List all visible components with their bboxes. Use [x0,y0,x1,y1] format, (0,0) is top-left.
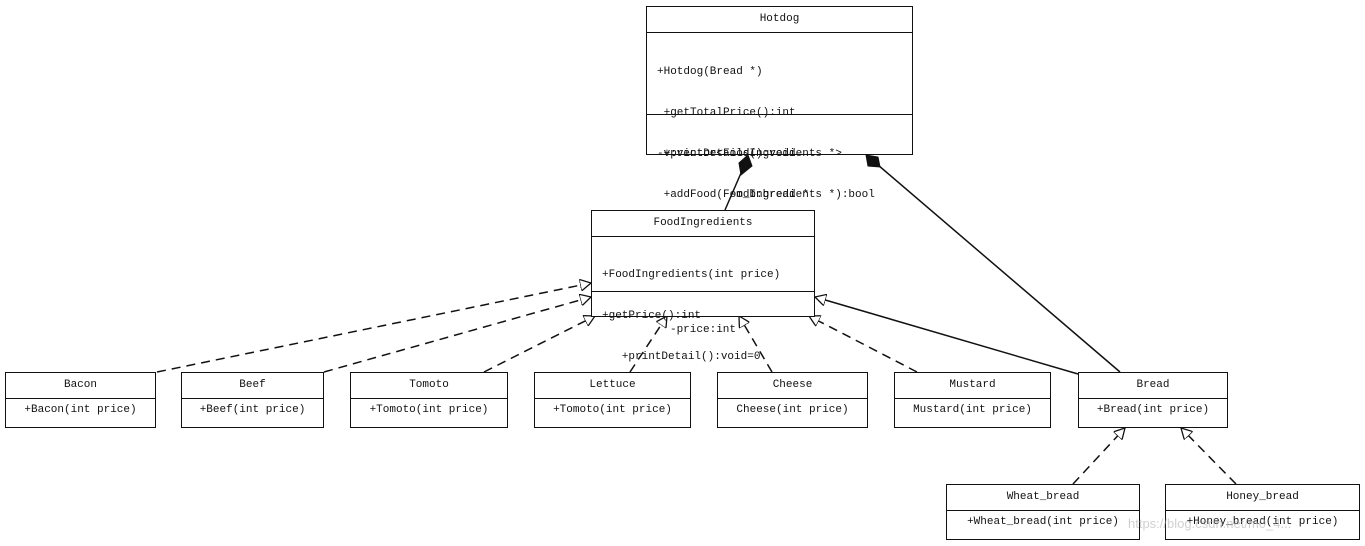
class-title: Cheese [718,373,867,399]
class-title: Bread [1079,373,1227,399]
class-bacon[interactable]: Bacon +Bacon(int price) [5,372,156,428]
class-methods: +Beef(int price) [182,399,323,423]
realization-lettuce [629,316,667,373]
class-methods: +Tomoto(int price) [535,399,690,423]
class-title: Honey_bread [1166,485,1359,511]
method: +printDetail():void=0 [602,350,761,363]
class-methods: +Honey_bread(int price) [1166,511,1359,535]
realization-honey [1181,428,1237,485]
realization-tomoto [483,316,595,373]
method: +Tomoto(int price) [369,404,489,416]
attribute: -price:int [669,324,736,337]
method: Mustard(int price) [913,404,1032,416]
class-lettuce[interactable]: Lettuce +Tomoto(int price) [534,372,691,428]
class-methods: Cheese(int price) [718,399,867,423]
realization-wheat [1072,428,1125,485]
generalization-bread [815,297,1079,375]
class-title: FoodIngredients [592,211,814,237]
class-title: Beef [182,373,323,399]
method: +Bread(int price) [1096,404,1210,416]
class-attributes: -v:vector<FoodIngredients *> -m_b:bread … [647,115,912,234]
class-title: Wheat_bread [947,485,1139,511]
method: +Wheat_bread(int price) [967,516,1119,528]
method: +Tomoto(int price) [553,404,672,416]
realization-cheese [739,316,773,373]
class-title: Hotdog [647,7,912,33]
class-title: Bacon [6,373,155,399]
class-methods: +Bread(int price) [1079,399,1227,423]
class-hotdog[interactable]: Hotdog +Hotdog(Bread *) +getTotalPrice()… [646,6,913,241]
attribute: -m_b:bread * [657,188,809,201]
method: Cheese(int price) [736,404,849,416]
class-beef[interactable]: Beef +Beef(int price) [181,372,324,428]
class-bread[interactable]: Bread +Bread(int price) [1078,372,1228,428]
method: +addFood(FoodIngredients *):bool [657,188,875,201]
class-title: Lettuce [535,373,690,399]
method: +getPrice():int [602,309,702,322]
realization-beef [323,297,591,373]
attribute: -v:vector<FoodIngredients *> [657,148,842,161]
class-attributes: -price:int [592,292,814,370]
method: +Beef(int price) [199,404,306,416]
method: +FoodIngredients(int price) [602,269,781,282]
class-wheat-bread[interactable]: Wheat_bread +Wheat_bread(int price) [946,484,1140,540]
method: +getTotalPrice():int [657,106,796,119]
class-honey-bread[interactable]: Honey_bread +Honey_bread(int price) [1165,484,1360,540]
method: +printDetails():void [657,147,796,160]
class-mustard[interactable]: Mustard Mustard(int price) [894,372,1051,428]
method: +Hotdog(Bread *) [657,66,763,79]
class-methods: +FoodIngredients(int price) +getPrice():… [592,237,814,363]
composition-food-to-hotdog [724,154,753,211]
class-methods: +Bacon(int price) [6,399,155,423]
realization-mustard [809,316,918,373]
class-methods: +Hotdog(Bread *) +getTotalPrice():int +p… [647,33,912,241]
class-foodingredients[interactable]: FoodIngredients +FoodIngredients(int pri… [591,210,815,363]
class-title: Tomoto [351,373,507,399]
class-methods: +Wheat_bread(int price) [947,511,1139,535]
watermark: https://blog.csdn.net/m0_4... [1128,516,1292,531]
class-methods: +Tomoto(int price) [351,399,507,423]
method: +Honey_bread(int price) [1186,516,1339,528]
class-methods: Mustard(int price) [895,399,1050,423]
class-cheese[interactable]: Cheese Cheese(int price) [717,372,868,428]
class-tomoto[interactable]: Tomoto +Tomoto(int price) [350,372,508,428]
composition-bread-to-hotdog [865,154,1121,373]
method: +Bacon(int price) [24,404,137,416]
class-title: Mustard [895,373,1050,399]
